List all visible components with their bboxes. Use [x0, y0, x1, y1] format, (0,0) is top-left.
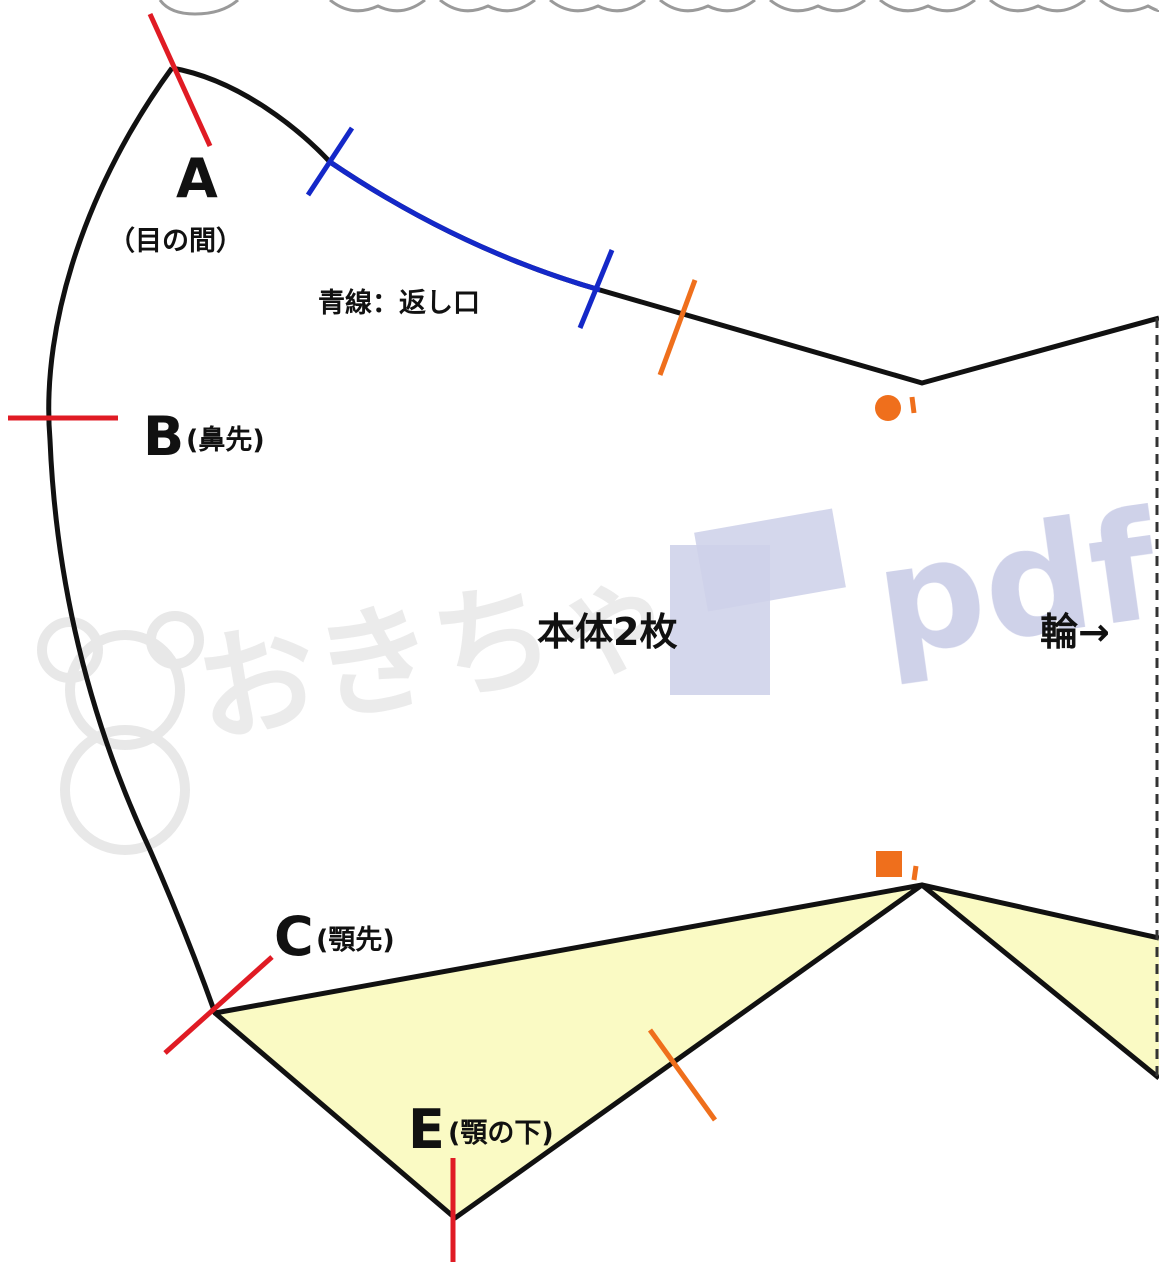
- label-b-note: (鼻先): [186, 425, 265, 456]
- circle-marker-icon: [875, 395, 901, 421]
- square-marker-icon: [876, 851, 902, 877]
- label-e-letter: E: [408, 1098, 445, 1161]
- watermark-block-top: [694, 508, 846, 612]
- label-body: 本体2枚: [537, 610, 677, 654]
- label-b-letter: B: [143, 405, 184, 468]
- orange-tick-top: [657, 279, 698, 376]
- mark-c: [163, 955, 274, 1055]
- label-a-note: （目の間）: [108, 226, 243, 257]
- label-c-note: (顎先): [316, 925, 395, 956]
- orange-tick-notch-bottom: [911, 865, 919, 881]
- watermark-text-right: pdf: [866, 479, 1159, 691]
- label-fold: 輪→: [1040, 610, 1110, 654]
- chin-panel-left: [215, 885, 922, 1218]
- watermark: おきちゃ pdf: [37, 479, 1159, 855]
- bear-icon: [37, 611, 204, 855]
- orange-tick-bottom: [647, 1028, 718, 1122]
- scallop-border: [158, 0, 1159, 16]
- opening-line: [328, 159, 601, 293]
- label-a-letter: A: [176, 147, 218, 210]
- mark-a: [147, 12, 213, 148]
- label-opening: 青線：返し口: [318, 287, 480, 319]
- opening-start-tick: [305, 126, 355, 197]
- label-e-note: (顎の下): [448, 1118, 554, 1149]
- label-c-letter: C: [274, 905, 314, 968]
- orange-tick-notch-top: [909, 396, 917, 414]
- opening-end-tick: [577, 249, 615, 329]
